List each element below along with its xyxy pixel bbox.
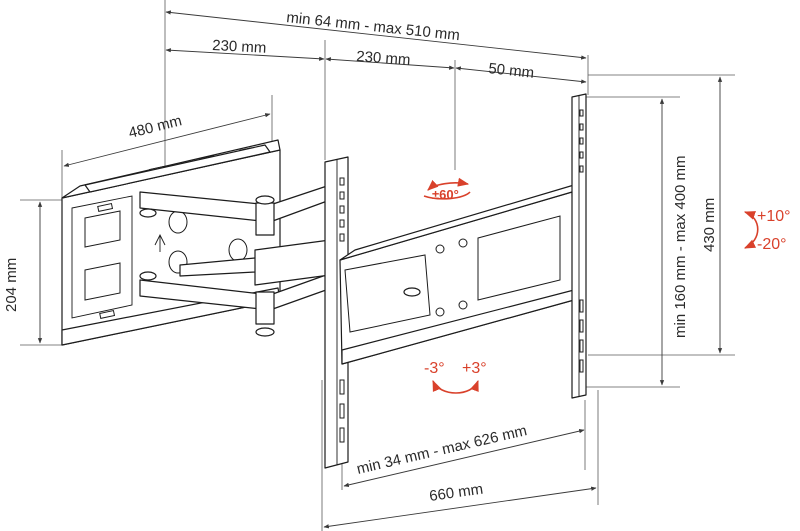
rotate-right-label: +3° [462,360,487,377]
vesa-horizontal-label: min 34 mm - max 626 mm [355,422,529,478]
articulating-arms [139,184,341,337]
arm-segment-2-label: 230 mm [356,48,411,69]
arm-segment-1-label: 230 mm [212,37,267,57]
swivel-indicator: ±60° [423,177,471,202]
dimension-lines [37,10,723,529]
arm-segment-3-label: 50 mm [488,60,535,82]
top-range-label: min 64 mm - max 510 mm [286,9,461,44]
tilt-up-label: +10° [757,208,791,225]
bracket-height-label: 430 mm [701,198,718,252]
bracket-width-label: 660 mm [428,481,484,505]
wall-plate [61,139,281,346]
tv-vertical-rail [571,93,587,399]
rotation-indicator: -3° +3° [424,360,487,394]
wall-plate-width-label: 480 mm [127,112,184,142]
swivel-bar [324,156,349,469]
rotate-left-label: -3° [424,360,445,377]
tv-crossbar [339,184,575,365]
tilt-down-label: -20° [757,236,787,253]
vesa-vertical-label: min 160 mm - max 400 mm [672,155,689,338]
swivel-label: ±60° [432,187,459,202]
tilt-indicator: +10° -20° [743,208,791,253]
wall-plate-height-label: 204 mm [3,258,20,312]
